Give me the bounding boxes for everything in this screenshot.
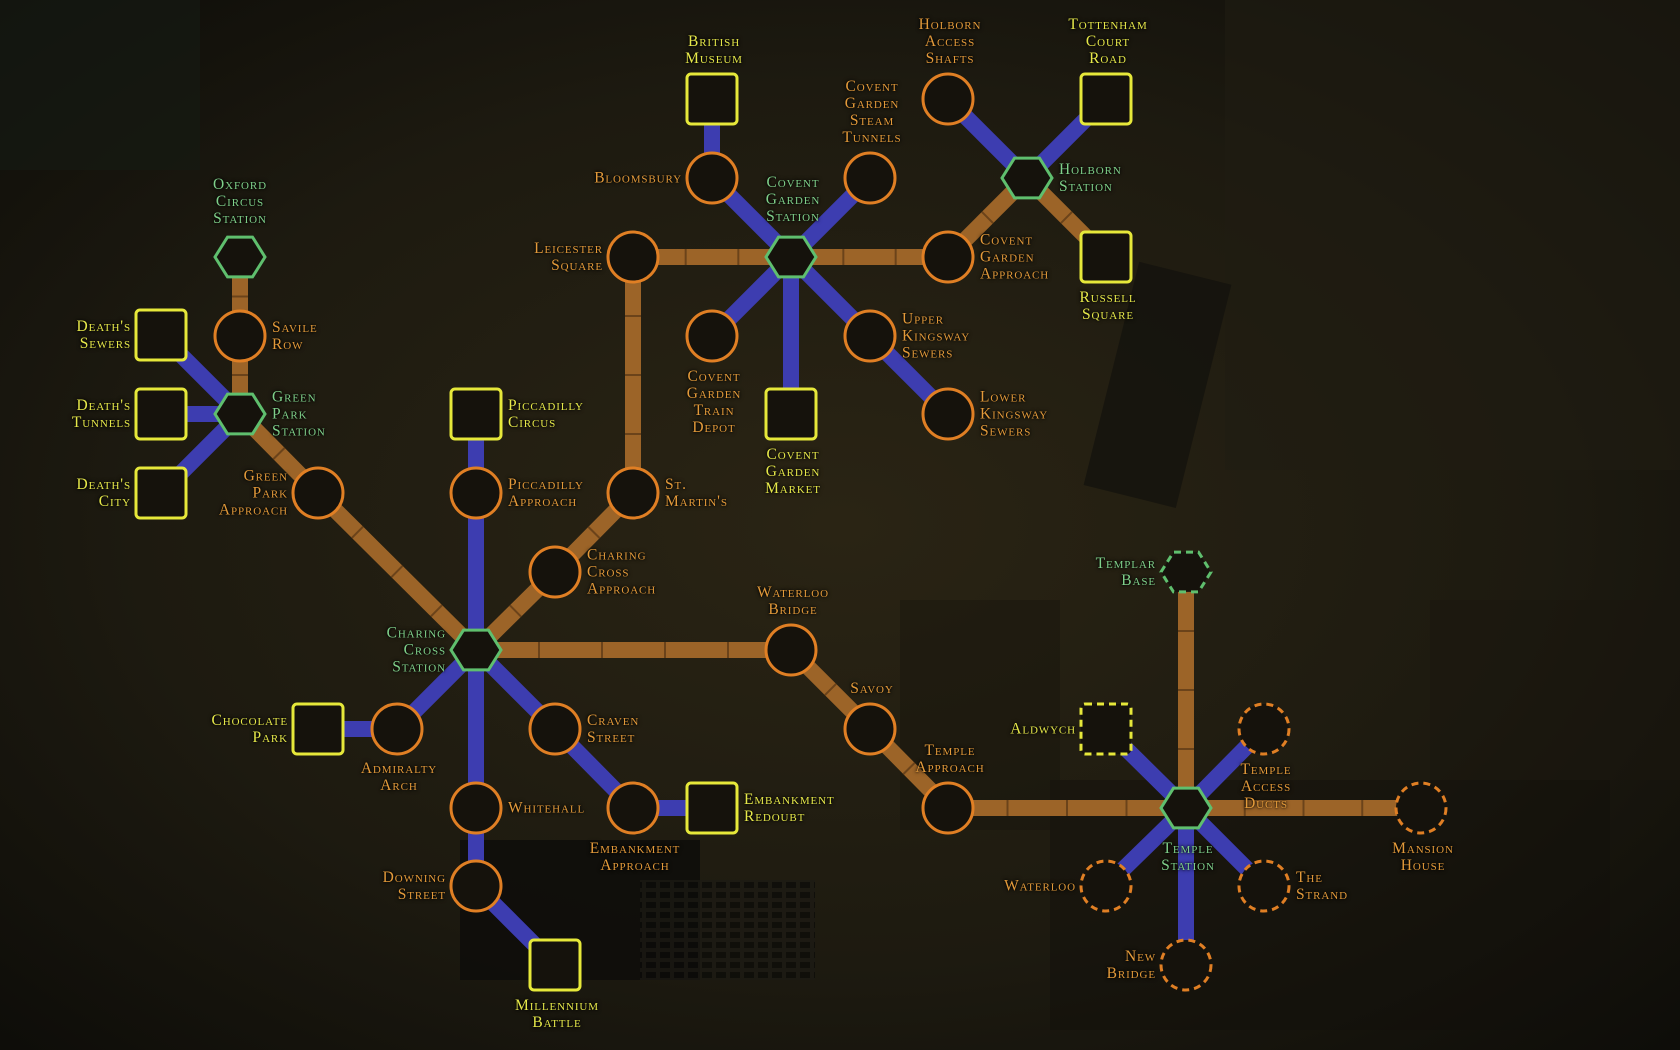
british-museum-label: British Museum [685,33,743,67]
deaths-city-objective-node[interactable] [134,466,188,520]
link-charing-cross-station-to-waterloo-bridge [476,642,791,658]
russell-square-objective-node[interactable] [1079,230,1133,284]
temple-access-ducts-sector-node[interactable] [1237,702,1291,756]
deaths-sewers-label: Death's Sewers [76,318,131,352]
downing-street-sector-node[interactable] [449,859,503,913]
bloomsbury-sector-node[interactable] [685,151,739,205]
holborn-station-label: Holborn Station [1059,161,1122,195]
tottenham-court-road-label: Tottenham Court Road [1068,16,1148,67]
green-park-approach-sector-node[interactable] [291,466,345,520]
oxford-circus-station-label: Oxford Circus Station [213,176,267,227]
admiralty-arch-label: Admiralty Arch [360,760,438,794]
piccadilly-approach-sector-node[interactable] [449,466,503,520]
charing-cross-approach-sector-node[interactable] [528,545,582,599]
russell-square-label: Russell Square [1079,289,1137,323]
temple-access-ducts-label: Temple Access Ducts [1240,761,1292,812]
deaths-tunnels-objective-node[interactable] [134,387,188,441]
link-templar-base-to-temple-station [1178,572,1194,808]
covent-garden-station-label: Covent Garden Station [765,174,821,225]
new-bridge-sector-node[interactable] [1159,938,1213,992]
mansion-house-sector-node[interactable] [1394,781,1448,835]
st-martins-sector-node[interactable] [606,466,660,520]
oxford-circus-station-station-node[interactable] [213,235,267,279]
deaths-sewers-objective-node[interactable] [134,308,188,362]
waterloo-label: Waterloo [1004,877,1076,895]
savile-row-sector-node[interactable] [213,309,267,363]
craven-street-sector-node[interactable] [528,702,582,756]
temple-approach-label: Temple Approach [915,742,985,776]
embankment-approach-sector-node[interactable] [606,781,660,835]
piccadilly-circus-label: Piccadilly Circus [508,397,584,431]
temple-station-label: Temple Station [1161,840,1215,874]
holborn-access-shafts-label: Holborn Access Shafts [918,16,982,67]
the-strand-label: The Strand [1296,869,1348,903]
whitehall-sector-node[interactable] [449,781,503,835]
leicester-square-label: Leicester Square [534,240,603,274]
downing-street-label: Downing Street [382,869,446,903]
lower-kingsway-sewers-sector-node[interactable] [921,387,975,441]
waterloo-bridge-sector-node[interactable] [764,623,818,677]
link-temple-approach-to-temple-station [948,800,1186,816]
covent-garden-approach-label: Covent Garden Approach [980,231,1050,283]
covent-garden-approach-sector-node[interactable] [921,230,975,284]
embankment-approach-label: Embankment Approach [589,840,681,874]
holborn-station-station-node[interactable] [1000,156,1054,200]
piccadilly-circus-objective-node[interactable] [449,387,503,441]
lower-kingsway-sewers-label: Lower Kingsway Sewers [980,388,1049,440]
upper-kingsway-sewers-label: Upper Kingsway Sewers [902,310,971,362]
the-strand-sector-node[interactable] [1237,859,1291,913]
green-park-station-station-node[interactable] [213,392,267,436]
temple-station-station-node[interactable] [1159,786,1213,830]
temple-approach-sector-node[interactable] [921,781,975,835]
charing-cross-station-label: Charing Cross Station [386,624,446,676]
covent-garden-station-station-node[interactable] [764,235,818,279]
chocolate-park-objective-node[interactable] [291,702,345,756]
millennium-battle-objective-node[interactable] [528,938,582,992]
millennium-battle-label: Millennium Battle [515,997,599,1031]
waterloo-sector-node[interactable] [1079,859,1133,913]
upper-kingsway-sewers-sector-node[interactable] [843,309,897,363]
aldwych-objective-node[interactable] [1079,702,1133,756]
tottenham-court-road-objective-node[interactable] [1079,72,1133,126]
waterloo-bridge-label: Waterloo Bridge [757,584,829,618]
green-park-station-label: Green Park Station [272,388,326,440]
aldwych-label: Aldwych [1010,720,1076,738]
covent-garden-steam-tunnels-sector-node[interactable] [843,151,897,205]
link-temple-station-to-mansion-house [1186,800,1421,816]
savoy-sector-node[interactable] [843,702,897,756]
covent-garden-train-depot-label: Covent Garden Train Depot [686,368,742,436]
charing-cross-approach-label: Charing Cross Approach [587,546,657,598]
new-bridge-label: New Bridge [1106,948,1156,982]
piccadilly-approach-label: Piccadilly Approach [508,476,584,510]
admiralty-arch-sector-node[interactable] [370,702,424,756]
green-park-approach-label: Green Park Approach [218,467,288,519]
templar-base-label: Templar Base [1095,555,1156,589]
st-martins-label: St. Martin's [665,476,728,510]
leicester-square-sector-node[interactable] [606,230,660,284]
bloomsbury-label: Bloomsbury [594,169,682,187]
covent-garden-market-label: Covent Garden Market [765,446,821,497]
link-st-martins-to-leicester-square [625,257,641,493]
craven-street-label: Craven Street [587,712,640,746]
covent-garden-market-objective-node[interactable] [764,387,818,441]
savile-row-label: Savile Row [272,319,318,353]
link-green-park-approach-to-charing-cross-station [312,487,482,656]
savoy-label: Savoy [850,680,894,697]
nodes-layer [134,72,1448,992]
embankment-redoubt-objective-node[interactable] [685,781,739,835]
deaths-tunnels-label: Death's Tunnels [71,397,131,431]
deaths-city-label: Death's City [76,476,131,510]
covent-garden-train-depot-sector-node[interactable] [685,309,739,363]
chocolate-park-label: Chocolate Park [211,712,288,746]
links-layer [155,93,1421,971]
templar-base-station-node[interactable] [1159,550,1213,594]
whitehall-label: Whitehall [508,799,586,817]
charing-cross-station-station-node[interactable] [449,628,503,672]
mansion-house-label: Mansion House [1392,840,1454,874]
embankment-redoubt-label: Embankment Redoubt [744,791,835,825]
holborn-access-shafts-sector-node[interactable] [921,72,975,126]
british-museum-objective-node[interactable] [685,72,739,126]
covent-garden-steam-tunnels-label: Covent Garden Steam Tunnels [842,78,902,146]
